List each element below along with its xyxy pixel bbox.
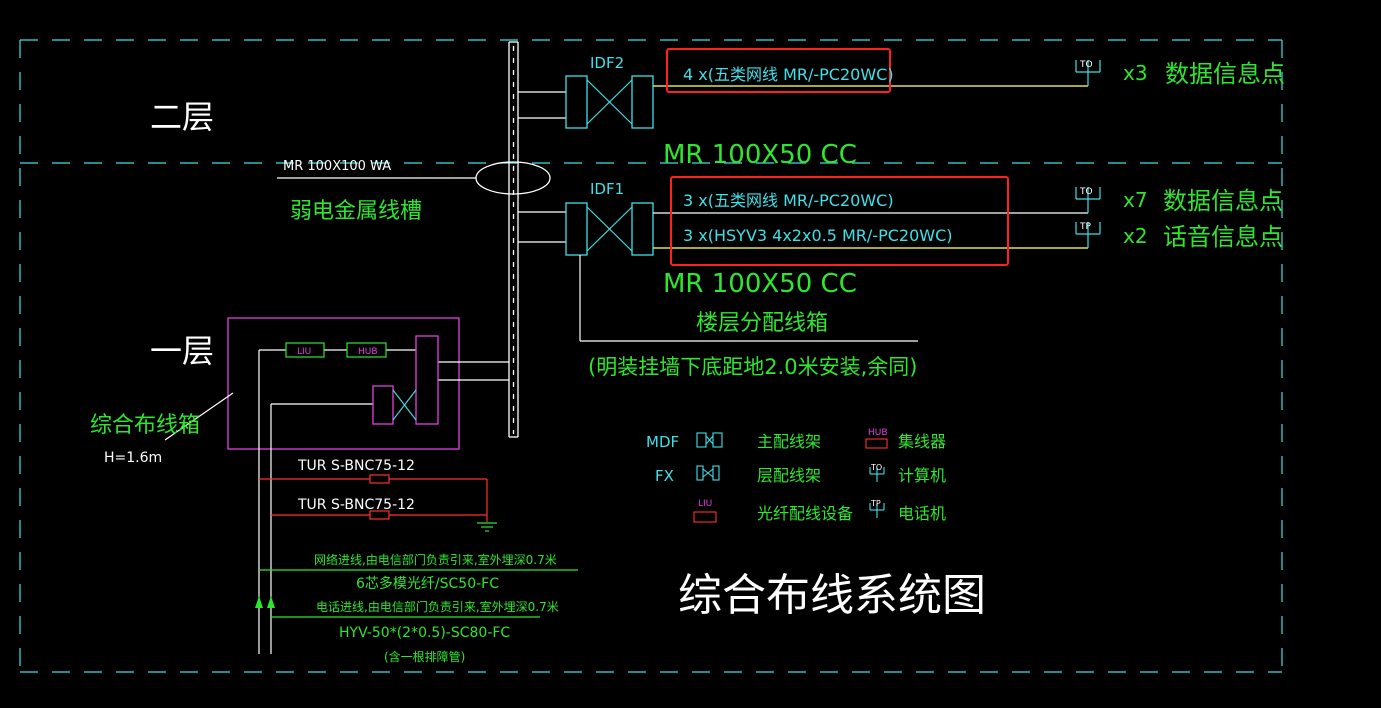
cabinet-fx-frame — [372, 385, 394, 425]
idf2-desc: 数据信息点 — [1165, 60, 1285, 88]
idf1-box-label: 楼层分配线箱 — [696, 311, 828, 336]
idf1-voice-desc: 话音信息点 — [1163, 223, 1283, 251]
legend-mdf-label: MDF — [646, 433, 679, 451]
legend-liu-icon — [693, 511, 717, 523]
floor-label-first: 一层 — [150, 332, 214, 370]
riser-trunk — [508, 41, 519, 438]
cabinet-hub-label: HUB — [358, 347, 378, 357]
legend-fx-label: FX — [655, 467, 674, 485]
idf1-mount-note: (明装挂墙下底距地2.0米安装,余同) — [588, 355, 917, 379]
idf2-count: x3 — [1123, 61, 1148, 85]
legend-to-desc: 计算机 — [898, 466, 946, 485]
ground-icon — [477, 522, 497, 532]
trunk-spec-label: MR 100X100 WA — [283, 159, 391, 174]
idf1-data-desc: 数据信息点 — [1163, 187, 1283, 215]
cabinet-mdf-frame — [415, 335, 439, 425]
idf1-voice-cable-label: 3 x(HSYV3 4x2x0.5 MR/-PC20WC) — [683, 226, 952, 245]
idf1-tray-label: MR 100X50 CC — [663, 269, 857, 299]
idf2-outlet-icon — [1075, 60, 1101, 86]
idf1-voice-count: x2 — [1123, 224, 1148, 248]
idf1-data-outlet-tag: TO — [1079, 187, 1093, 197]
legend-fx-icon — [696, 465, 720, 481]
legend-fx-desc: 层配线架 — [757, 466, 821, 485]
legend-to-tag: TO — [870, 463, 882, 472]
idf2-tray-label: MR 100X50 CC — [663, 140, 857, 170]
legend-tp-icon — [869, 503, 885, 518]
idf1-distribution-frame — [565, 202, 654, 256]
cabinet-height-label: H=1.6m — [104, 450, 162, 466]
idf1-label: IDF1 — [590, 180, 624, 198]
incoming-arrows — [255, 596, 275, 608]
cabinet-name-label: 综合布线箱 — [90, 413, 200, 438]
legend-tp-tag: TP — [870, 499, 881, 508]
incoming-lines — [259, 569, 578, 618]
idf1-voice-outlet-icon — [1075, 222, 1101, 248]
legend-hub-icon — [865, 438, 888, 449]
idf2-distribution-frame — [565, 75, 654, 129]
idf1-box-leader — [579, 255, 918, 342]
idf1-voice-outlet-tag: TP — [1079, 222, 1091, 232]
cabinet-liu-box — [285, 342, 325, 358]
tur-b-label: TUR S-BNC75-12 — [297, 497, 415, 513]
legend-hub-tag: HUB — [868, 428, 888, 438]
legend-hub-desc: 集线器 — [898, 432, 946, 451]
trunk-name-label: 弱电金属线槽 — [290, 199, 422, 224]
legend-tp-desc: 电话机 — [898, 504, 946, 523]
legend-liu-desc: 光纤配线设备 — [757, 504, 853, 523]
legend-mdf-desc: 主配线架 — [757, 432, 821, 451]
cabinet-outline — [227, 317, 460, 450]
legend-to-icon — [869, 467, 885, 482]
incoming-net-note: 网络进线,由电信部门负责引来,室外埋深0.7米 — [314, 552, 557, 567]
legend-mdf-icon — [696, 432, 723, 448]
tur-a-label: TUR S-BNC75-12 — [297, 458, 415, 474]
highlight-box-idf2 — [666, 48, 891, 93]
tur-circuit — [259, 474, 488, 522]
legend-liu-tag: LIU — [698, 499, 712, 509]
cabinet-liu-label: LIU — [297, 347, 311, 357]
idf1-data-count: x7 — [1123, 188, 1148, 212]
highlight-box-idf1 — [670, 176, 1009, 266]
diagram-title: 综合布线系统图 — [678, 570, 986, 621]
idf2-label: IDF2 — [590, 54, 624, 72]
incoming-phone-sub: (含一根排障管) — [384, 649, 465, 664]
incoming-phone-note: 电话进线,由电信部门负责引来,室外埋深0.7米 — [316, 599, 559, 614]
idf2-cable-label: 4 x(五类网线 MR/-PC20WC) — [683, 65, 894, 84]
cabinet-hub-box — [346, 342, 387, 358]
idf2-outlet-tag: TO — [1079, 60, 1093, 70]
idf1-data-cable-label: 3 x(五类网线 MR/-PC20WC) — [683, 191, 894, 210]
incoming-phone-cable: HYV-50*(2*0.5)-SC80-FC — [339, 625, 510, 641]
floor-label-second: 二层 — [150, 98, 214, 136]
incoming-fiber-label: 6芯多模光纤/SC50-FC — [356, 575, 499, 592]
idf1-data-outlet-icon — [1075, 187, 1101, 213]
